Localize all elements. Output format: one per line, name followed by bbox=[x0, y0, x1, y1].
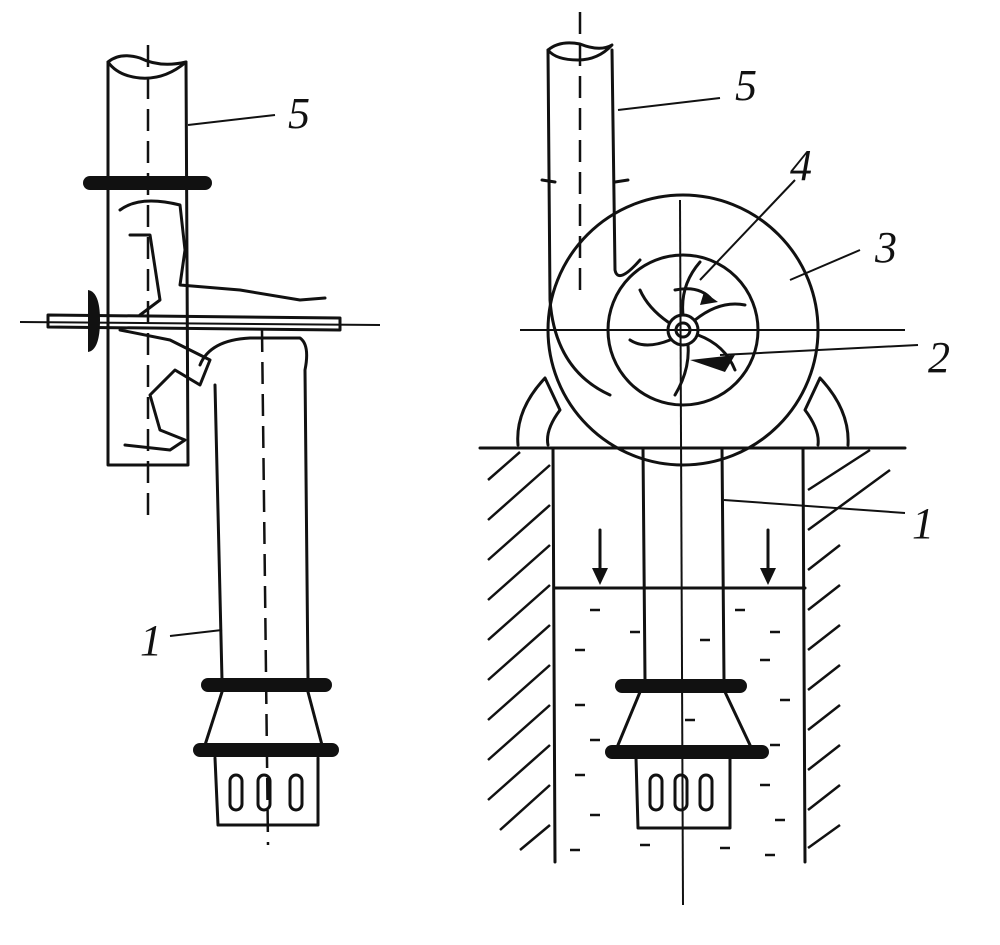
rotation-arrowhead bbox=[700, 292, 718, 305]
leader-4 bbox=[699, 179, 796, 281]
left-pulley bbox=[88, 290, 100, 352]
label-5-right: 5 bbox=[735, 61, 757, 110]
leader-3 bbox=[789, 249, 861, 281]
right-support bbox=[803, 376, 850, 447]
right-suction-left-edge bbox=[641, 446, 647, 682]
impeller-blade-section bbox=[690, 355, 735, 372]
volute-casing bbox=[546, 193, 820, 467]
left-shaft-centerline bbox=[19, 321, 381, 326]
right-pipe-flange-marks bbox=[540, 178, 630, 184]
right-pipe-top-cut bbox=[546, 41, 614, 62]
left-side-view: 5 1 bbox=[19, 45, 381, 846]
left-suction-centerline bbox=[260, 329, 270, 846]
left-pipe-top-cut bbox=[106, 54, 188, 80]
left-strainer-slot bbox=[288, 773, 304, 812]
label-1-left: 1 bbox=[140, 616, 162, 665]
label-5-left: 5 bbox=[288, 89, 310, 138]
right-strainer-slot bbox=[648, 773, 664, 812]
sump-right-wall bbox=[801, 446, 807, 864]
left-suction-pipe-inner bbox=[213, 383, 224, 682]
left-discharge-pipe bbox=[106, 60, 190, 467]
impeller-outer-ring bbox=[606, 253, 760, 407]
flow-arrowhead-left bbox=[592, 568, 608, 585]
left-suction-elbow-outer bbox=[198, 336, 310, 682]
left-bell-mouth bbox=[203, 690, 324, 747]
leader-2 bbox=[719, 344, 919, 356]
impeller-blades bbox=[628, 260, 747, 397]
right-strainer-slot bbox=[673, 773, 689, 812]
label-4: 4 bbox=[790, 141, 812, 190]
left-wall-hatching bbox=[487, 451, 551, 851]
leader-1-right bbox=[723, 499, 906, 514]
left-strainer bbox=[213, 756, 320, 827]
left-strainer-slot bbox=[228, 773, 244, 812]
right-vertical-centerline bbox=[679, 199, 684, 906]
right-bell-mouth bbox=[616, 690, 752, 747]
left-casing-section-upper bbox=[118, 199, 327, 302]
flow-arrowhead-right bbox=[760, 568, 776, 585]
right-discharge-inner bbox=[610, 48, 642, 278]
leader-5-right bbox=[617, 97, 721, 111]
leader-1-left bbox=[169, 629, 223, 637]
right-wall-hatching bbox=[807, 448, 891, 850]
right-strainer bbox=[634, 756, 732, 830]
sump-left-wall bbox=[551, 446, 557, 864]
left-impeller-upper bbox=[128, 233, 162, 317]
right-strainer-slot bbox=[698, 773, 714, 812]
left-support bbox=[516, 376, 562, 447]
leader-5-left bbox=[187, 114, 276, 126]
right-front-view: 5 4 3 2 1 bbox=[478, 12, 950, 906]
label-1-right: 1 bbox=[912, 499, 934, 548]
right-suction-right-edge bbox=[720, 446, 726, 682]
shaft-bore bbox=[674, 321, 692, 339]
left-casing-section-lower bbox=[118, 328, 212, 452]
left-strainer-slot bbox=[256, 773, 272, 812]
label-2: 2 bbox=[928, 333, 950, 382]
water-dashes bbox=[570, 608, 790, 857]
label-3: 3 bbox=[874, 223, 897, 272]
